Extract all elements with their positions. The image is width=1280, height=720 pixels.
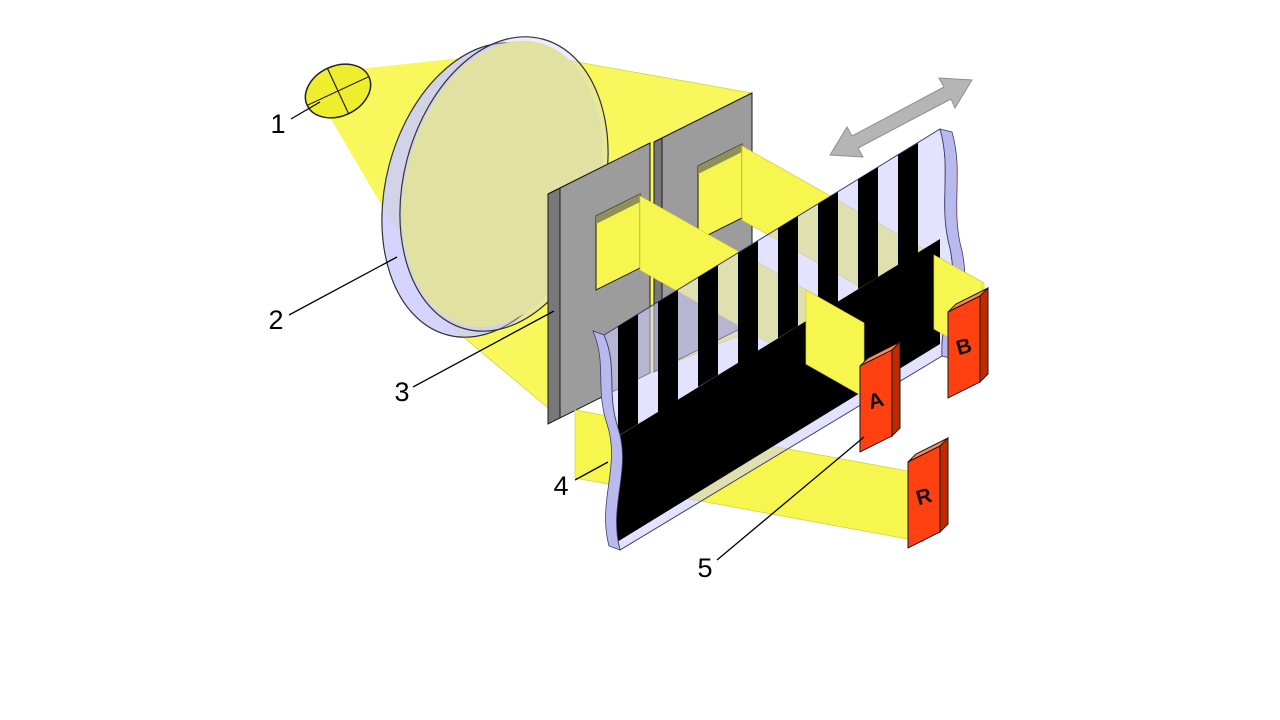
- callout-4: 4: [553, 471, 568, 501]
- callout-1: 1: [270, 109, 285, 139]
- code-strip: [592, 128, 966, 551]
- mask-plate1-side: [547, 187, 561, 425]
- code-strip-left-edge: [592, 330, 623, 551]
- detector-b-front: [947, 295, 981, 399]
- code-stripe: [618, 314, 638, 436]
- detector-r-front: [907, 445, 941, 549]
- callouts: 1 2 3 4 5: [268, 101, 865, 583]
- code-stripe: [818, 192, 838, 314]
- code-stripe: [738, 241, 758, 363]
- detector-r-side: [939, 436, 949, 534]
- detector-a-side: [891, 340, 901, 438]
- mask-window-b-inner: [698, 144, 742, 174]
- callout-5: 5: [697, 553, 712, 583]
- detector-a: A: [859, 340, 901, 453]
- detector-b-label: B: [954, 334, 975, 360]
- callout-3: 3: [394, 377, 409, 407]
- mask-window-a-inner: [596, 194, 640, 224]
- motion-arrow-shape: [829, 77, 973, 158]
- motion-arrow-icon: [829, 77, 973, 158]
- code-stripe: [858, 167, 878, 289]
- code-stripe: [698, 265, 718, 387]
- leader-line-2: [288, 256, 398, 316]
- lamp-icon: [304, 63, 372, 119]
- leader-line-5: [716, 436, 865, 561]
- code-strip-black-band: [604, 239, 940, 550]
- detector-a-label: A: [866, 388, 887, 414]
- detector-r-label: R: [914, 484, 935, 510]
- detector-b: B: [947, 286, 989, 399]
- lamp-cross-v: [326, 68, 350, 114]
- leader-line-1: [290, 101, 321, 120]
- leader-line-4: [574, 461, 609, 481]
- detector-b-side: [979, 286, 989, 384]
- code-stripe: [778, 216, 798, 338]
- code-stripe: [898, 143, 918, 265]
- detector-r: R: [907, 436, 949, 549]
- leader-line-3: [412, 310, 555, 388]
- code-stripe: [658, 290, 678, 412]
- detector-a-front: [859, 349, 893, 453]
- code-strip-pattern: [604, 143, 940, 550]
- callout-2: 2: [268, 305, 283, 335]
